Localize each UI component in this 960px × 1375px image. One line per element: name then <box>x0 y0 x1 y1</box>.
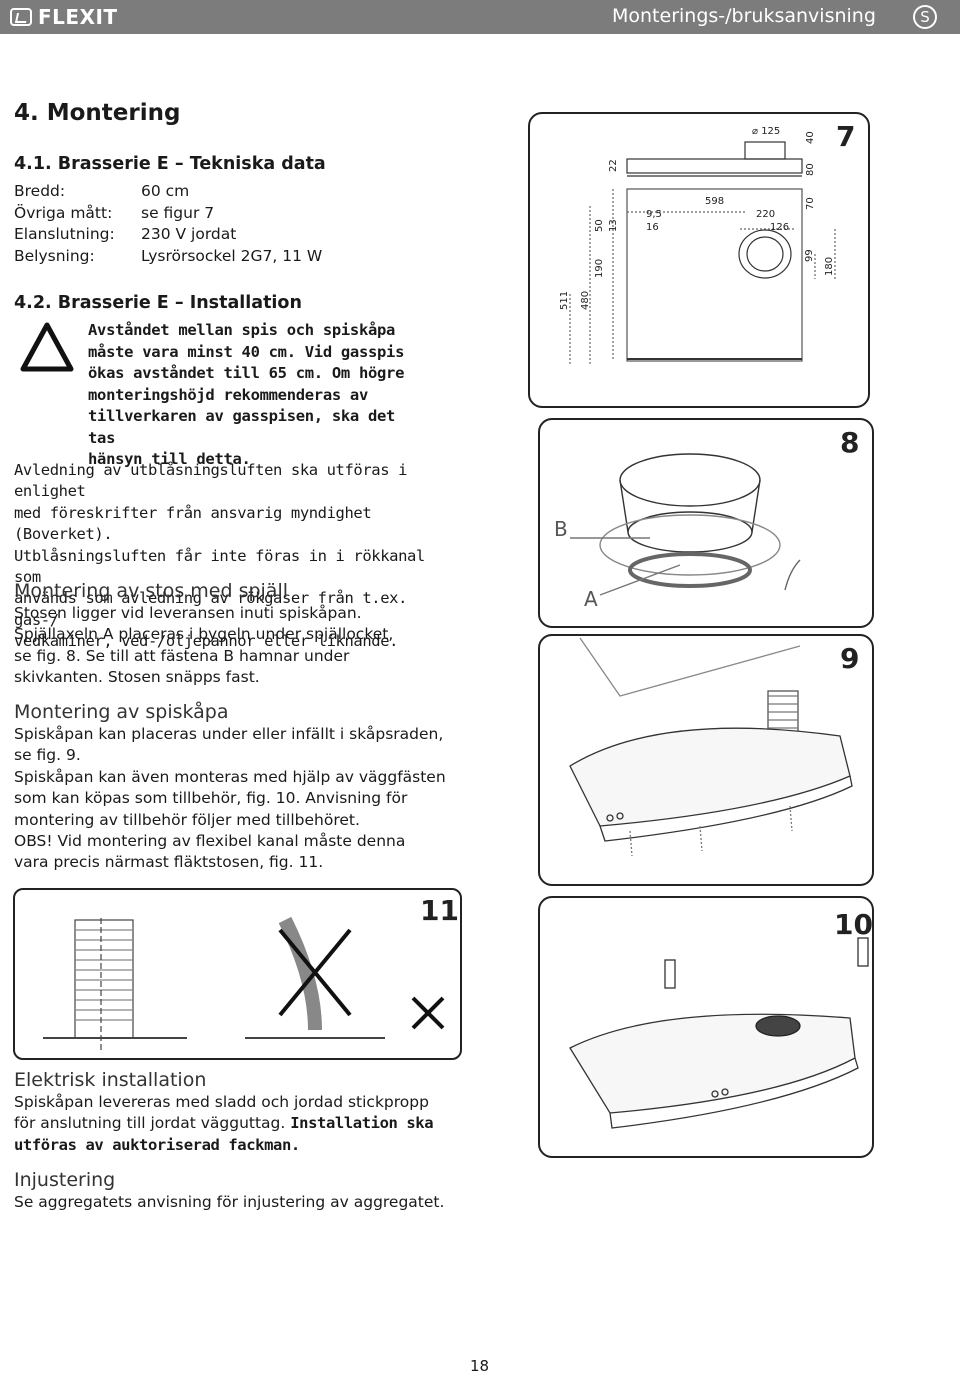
text-line: Utblåsningsluften får inte föras in i rö… <box>14 546 425 587</box>
spec-label: Övriga mått: <box>14 203 113 222</box>
spec-value: Lysrörsockel 2G7, 11 W <box>141 246 323 265</box>
dimension-label: 13 <box>608 219 619 232</box>
hood-paragraph: Spiskåpan kan placeras under eller infäl… <box>14 724 459 874</box>
stos-heading: Montering av stos med spjäll <box>14 580 289 602</box>
dimension-label: 9,5 <box>646 209 662 220</box>
figure-number: 8 <box>840 426 860 459</box>
spec-label: Belysning: <box>14 246 95 265</box>
text-line: Spiskåpan levereras med sladd och jordad… <box>14 1093 429 1111</box>
dimension-label: 511 <box>559 291 570 310</box>
dimension-label: 180 <box>824 257 835 276</box>
dimension-label: 126 <box>770 222 789 233</box>
text-line: Avledning av utblåsningsluften ska utför… <box>14 461 407 501</box>
dimension-label: 70 <box>805 197 816 210</box>
figure-number: 9 <box>840 642 860 675</box>
dimension-label: 598 <box>705 196 724 207</box>
text-line: används som avledning av rökgaser från t… <box>14 589 407 629</box>
tech-data-heading: 4.1. Brasserie E – Tekniska data <box>14 154 326 174</box>
text-line: som kan köpas som tillbehör, fig. 10. An… <box>14 789 408 808</box>
text-line: skivkanten. Stosen snäpps fast. <box>14 668 260 687</box>
brand-name: FLEXIT <box>38 5 118 29</box>
hood-heading: Montering av spiskåpa <box>14 701 229 723</box>
spec-row: Övriga mått: se figur 7 <box>14 203 322 225</box>
spec-row: Elanslutning: 230 V jordat <box>14 224 322 246</box>
spec-label: Bredd: <box>14 182 66 200</box>
dimension-drawing: ⌀ 125 40 80 70 22 598 50 13 9,5 16 220 1… <box>559 126 836 364</box>
warning-text: Avståndet mellan spis och spiskåpa måste… <box>88 320 418 471</box>
callout-label-b: B <box>554 517 568 541</box>
spec-value: se figur 7 <box>141 203 215 222</box>
figure-10: 10 <box>538 896 874 1158</box>
spec-value: 60 cm <box>141 182 190 200</box>
spec-label: Elanslutning: <box>14 225 115 244</box>
spec-row: Belysning: Lysrörsockel 2G7, 11 W <box>14 246 322 268</box>
electrical-paragraph: Spiskåpan levereras med sladd och jordad… <box>14 1092 474 1156</box>
dimension-label: ⌀ 125 <box>752 126 780 137</box>
callout-label-a: A <box>584 587 598 611</box>
tech-spec-list: Bredd: 60 cm Övriga mått: se figur 7 Elans… <box>14 181 322 267</box>
warning-line: monteringshöjd rekommenderas av <box>88 385 368 404</box>
warning-line: måste vara minst 40 cm. Vid gasspis <box>88 342 405 361</box>
exhaust-paragraph: Avledning av utblåsningsluften ska utför… <box>14 460 459 653</box>
text-line: Spiskåpan kan placeras under eller infäl… <box>14 725 444 743</box>
text-line: vedkaminer, ved-/oljepannor eller liknan… <box>14 632 399 651</box>
duct-damper-drawing: B A <box>554 453 801 611</box>
flex-duct-drawing <box>43 916 445 1050</box>
hood-under-cabinet-drawing <box>569 637 853 857</box>
text-line: Stosen ligger vid leveransen inuti spisk… <box>14 604 362 622</box>
figure-number: 10 <box>834 908 873 941</box>
hood-wall-bracket-drawing <box>569 937 869 1129</box>
installation-heading: 4.2. Brasserie E – Installation <box>14 293 302 313</box>
text-line: Spjällaxeln A placeras i bygeln under sp… <box>14 625 394 644</box>
spec-value: 230 V jordat <box>141 225 237 244</box>
flexit-logo-icon <box>10 8 32 26</box>
brand-logo: FLEXIT <box>10 4 118 30</box>
text-span: för anslutning till jordat vägguttag. <box>14 1114 291 1133</box>
section-title: 4. Montering <box>14 100 181 126</box>
text-line: vara precis närmast fläktstosen, fig. 11… <box>14 853 324 872</box>
dimension-label: 80 <box>805 163 816 176</box>
text-line: Se aggregatets anvisning för injustering… <box>14 1193 445 1211</box>
warning-triangle-icon <box>20 322 74 372</box>
text-line: montering av tillbehör följer med tillbe… <box>14 810 360 829</box>
header-bar: FLEXIT Monterings-/bruksanvisning S <box>0 0 960 34</box>
figure-11: 11 <box>13 888 462 1060</box>
figure-7: 7 ⌀ 125 40 80 70 22 598 50 13 <box>528 112 870 408</box>
figure-number: 7 <box>836 120 856 153</box>
bold-text: Installation ska <box>290 1114 434 1133</box>
adjustment-heading: Injustering <box>14 1169 116 1191</box>
text-line: se fig. 8. Se till att fästena B hamnar … <box>14 646 350 665</box>
page-number: 18 <box>470 1357 490 1375</box>
bold-text: utföras av auktoriserad fackman. <box>14 1135 300 1154</box>
figure-9: 9 <box>538 634 874 886</box>
dimension-label: 190 <box>594 259 605 278</box>
language-badge: S <box>913 5 937 29</box>
figure-8: 8 B A <box>538 418 874 628</box>
warning-line: tillverkaren av gasspisen, ska det tas <box>88 407 396 447</box>
spec-row: Bredd: 60 cm <box>14 181 322 203</box>
electrical-heading: Elektrisk installation <box>14 1069 207 1091</box>
text-line: OBS! Vid montering av flexibel kanal mås… <box>14 832 406 851</box>
text-line: se fig. 9. <box>14 746 81 765</box>
dimension-label: 40 <box>805 131 816 144</box>
dimension-label: 480 <box>580 291 591 310</box>
text-line: för anslutning till jordat vägguttag. In… <box>14 1113 474 1134</box>
text-line: med föreskrifter från ansvarig myndighet… <box>14 503 372 544</box>
figure-number: 11 <box>420 894 459 927</box>
document-title: Monterings-/bruksanvisning <box>612 5 876 27</box>
stos-paragraph: Stosen ligger vid leveransen inuti spisk… <box>14 603 459 689</box>
dimension-label: 16 <box>646 222 659 233</box>
warning-line: Avståndet mellan spis och spiskåpa <box>88 321 396 339</box>
warning-line: hänsyn till detta. <box>88 450 251 468</box>
adjustment-paragraph: Se aggregatets anvisning för injustering… <box>14 1192 484 1213</box>
dimension-label: 50 <box>594 219 605 232</box>
dimension-label: 99 <box>804 249 815 262</box>
dimension-label: 22 <box>608 159 619 172</box>
warning-line: ökas avståndet till 65 cm. Om högre <box>88 364 405 382</box>
text-line: Spiskåpan kan även monteras med hjälp av… <box>14 767 446 786</box>
dimension-label: 220 <box>756 209 775 220</box>
